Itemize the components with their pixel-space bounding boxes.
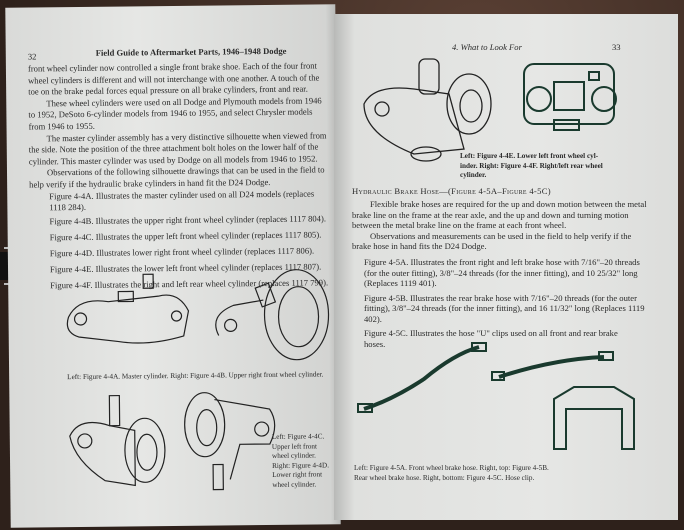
body-text: Flexible brake hoses are required for th… bbox=[352, 199, 647, 251]
figure-4-4c-4d-drawing bbox=[69, 392, 276, 491]
figure-list: Figure 4-5A. Illustrates the front right… bbox=[364, 257, 645, 349]
figure-4-4a-4b-drawing bbox=[66, 269, 330, 361]
figure-caption: Left: Figure 4-4E. Lower left front whee… bbox=[460, 152, 603, 179]
body-text: front wheel cylinder now controlled a si… bbox=[27, 60, 327, 190]
running-head: 4. What to Look For bbox=[452, 42, 522, 52]
figure-caption: Left: Figure 4-4A. Master cylinder. Righ… bbox=[67, 370, 324, 382]
left-page: 32 Field Guide to Aftermarket Parts, 194… bbox=[5, 4, 341, 528]
figure-4-4e-4f-drawing bbox=[363, 58, 617, 162]
page-number: 33 bbox=[612, 42, 621, 52]
right-page: 4. What to Look For 33 Left: Figure 4-4E… bbox=[334, 14, 678, 520]
figure-4-5-hoses-drawing bbox=[357, 342, 635, 450]
running-head: Field Guide to Aftermarket Parts, 1946–1… bbox=[95, 45, 287, 58]
section-heading: Hydraulic Brake Hose—(Figure 4-5A–Figure… bbox=[352, 186, 551, 196]
figure-caption: Left: Figure 4-5A. Front wheel brake hos… bbox=[354, 464, 549, 482]
page-number: 32 bbox=[27, 51, 37, 62]
